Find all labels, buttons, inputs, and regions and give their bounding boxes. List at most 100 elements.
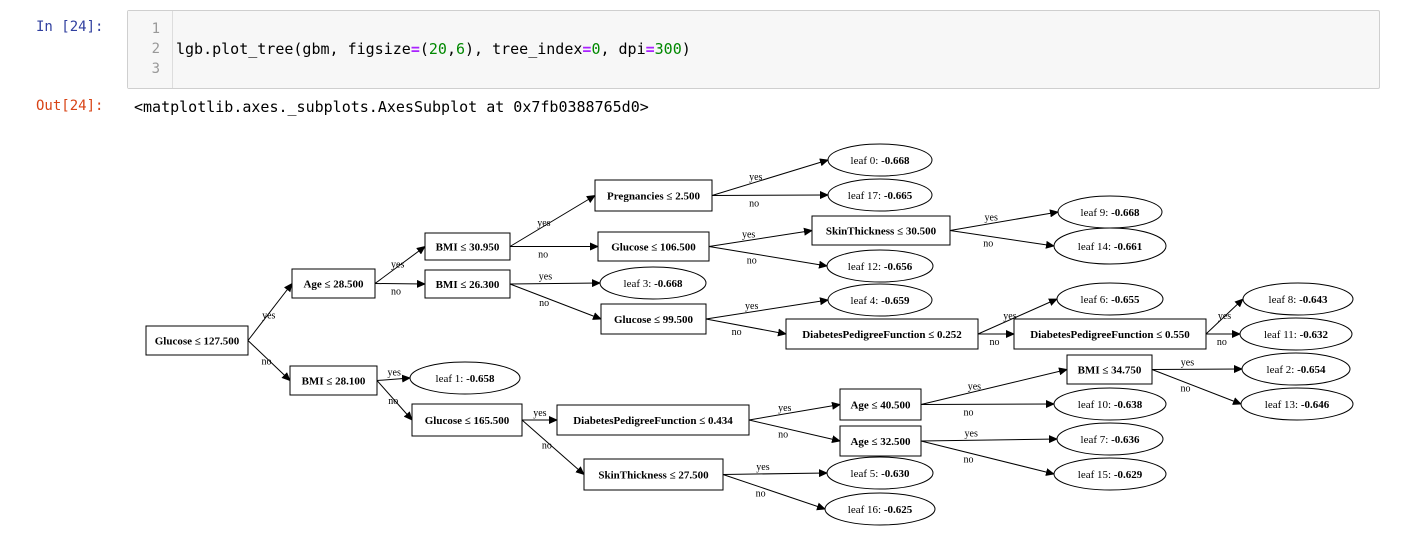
- split-node-box: [291, 268, 376, 299]
- leaf-value: -0.632: [1300, 329, 1329, 341]
- line-number: 3: [151, 61, 160, 77]
- code-token: =: [645, 40, 655, 58]
- tree-edge-age40-bmi34: [920, 367, 1068, 405]
- leaf-node-label: leaf 5: -0.630: [851, 468, 910, 480]
- tree-edge-preg-leaf0: [711, 158, 829, 196]
- tree-edge-glu106-skin30: [708, 227, 813, 247]
- leaf-value: -0.654: [1297, 364, 1326, 376]
- edge-label-yes: yes: [533, 408, 546, 419]
- leaf-node-label: leaf 9: -0.668: [1081, 207, 1140, 219]
- tree-edge-skin27-leaf5: [722, 469, 828, 478]
- edge-label-no: no: [388, 396, 398, 407]
- leaf-node-ellipse: [1053, 387, 1167, 421]
- edge-label-yes: yes: [778, 403, 791, 414]
- leaf-name: leaf 11:: [1264, 329, 1300, 341]
- leaf-node-label: leaf 4: -0.659: [851, 295, 910, 307]
- edge-label-yes: yes: [742, 229, 755, 240]
- tree-edge-skin30-leaf9: [949, 209, 1059, 231]
- line-number: 1: [151, 21, 160, 37]
- leaf-node-label: leaf 13: -0.646: [1265, 399, 1330, 411]
- split-node-box: [145, 325, 249, 356]
- leaf-value: -0.636: [1111, 434, 1140, 446]
- leaf-node-label: leaf 17: -0.665: [848, 190, 913, 202]
- edge-label-no: no: [964, 455, 974, 466]
- split-node-box: [424, 269, 511, 299]
- tree-edge-dpf434-age32: [748, 419, 841, 444]
- tree-edge-glu99-dpf252: [705, 318, 787, 337]
- split-node-label: BMI ≤ 28.100: [302, 376, 366, 388]
- edge-label-yes: yes: [749, 172, 762, 183]
- code-cell-editor[interactable]: 1 2 3 lgb.plot_tree(gbm, figsize=(20,6),…: [127, 10, 1380, 89]
- leaf-name: leaf 14:: [1078, 241, 1114, 253]
- split-node-label: Glucose ≤ 106.500: [611, 242, 696, 254]
- leaf-node-label: leaf 10: -0.638: [1078, 399, 1143, 411]
- tree-edge-bmi28-leaf1: [376, 374, 411, 383]
- edge-label-yes: yes: [985, 213, 998, 224]
- split-node-box: [839, 425, 922, 457]
- leaf-node-label: leaf 3: -0.668: [624, 278, 683, 290]
- tree-edge-bmi26-leaf3: [509, 279, 601, 288]
- leaf-node-ellipse: [827, 143, 933, 177]
- split-node-label: BMI ≤ 30.950: [436, 242, 500, 254]
- leaf-name: leaf 0:: [851, 155, 882, 167]
- tree-edge-glu106-leaf12: [708, 246, 828, 269]
- code-token: =: [410, 40, 420, 58]
- leaf-value: -0.668: [881, 155, 910, 167]
- leaf-node-label: leaf 8: -0.643: [1269, 294, 1328, 306]
- leaf-node-ellipse: [409, 361, 521, 395]
- split-node-label: Pregnancies ≤ 2.500: [607, 191, 700, 203]
- edge-label-yes: yes: [756, 462, 769, 473]
- tree-edge-dpf434-age40: [748, 401, 841, 421]
- split-node-box: [411, 403, 523, 437]
- leaf-node-ellipse: [1242, 282, 1354, 316]
- code-token: ), tree_index: [465, 40, 583, 58]
- split-node-box: [839, 388, 922, 421]
- edge-label-no: no: [539, 298, 549, 309]
- edge-label-no: no: [964, 407, 974, 418]
- leaf-name: leaf 4:: [851, 295, 882, 307]
- split-node-box: [289, 365, 378, 396]
- leaf-value: -0.655: [1111, 294, 1140, 306]
- leaf-node-ellipse: [824, 492, 936, 526]
- leaf-value: -0.638: [1114, 399, 1143, 411]
- edge-label-yes: yes: [968, 381, 981, 392]
- edge-label-yes: yes: [745, 301, 758, 312]
- leaf-node-label: leaf 16: -0.625: [848, 504, 913, 516]
- split-node-box: [597, 231, 710, 262]
- split-node-label: BMI ≤ 34.750: [1078, 365, 1142, 377]
- code-token: 0: [591, 40, 601, 58]
- tree-edge-age32-leaf7: [920, 435, 1058, 444]
- tree-edge-bmi34-leaf13: [1151, 369, 1242, 405]
- code-line[interactable]: lgb.plot_tree(gbm, figsize=(20,6), tree_…: [176, 40, 691, 58]
- leaf-node-label: leaf 12: -0.656: [848, 261, 913, 273]
- split-node-label: Glucose ≤ 99.500: [614, 314, 694, 326]
- leaf-name: leaf 13:: [1265, 399, 1301, 411]
- edge-label-no: no: [732, 327, 742, 338]
- edge-label-no: no: [542, 440, 552, 451]
- edge-label-no: no: [391, 287, 401, 298]
- leaf-name: leaf 1:: [436, 373, 467, 385]
- leaf-value: -0.625: [884, 504, 913, 516]
- edge-label-no: no: [749, 198, 759, 209]
- leaf-name: leaf 15:: [1078, 469, 1114, 481]
- split-node-label: BMI ≤ 26.300: [436, 279, 500, 291]
- leaf-node-label: leaf 15: -0.629: [1078, 469, 1143, 481]
- split-node-box: [556, 404, 750, 436]
- tree-edge-skin30-leaf14: [949, 230, 1055, 249]
- leaf-value: -0.629: [1114, 469, 1143, 481]
- leaf-node-label: leaf 6: -0.655: [1081, 294, 1140, 306]
- leaf-node-ellipse: [1241, 352, 1351, 386]
- edge-label-no: no: [1180, 384, 1190, 395]
- split-node-box: [594, 179, 713, 212]
- code-token: , dpi: [600, 40, 646, 58]
- split-node-box: [583, 458, 724, 491]
- leaf-value: -0.661: [1114, 241, 1142, 253]
- tree-edge-glu127-bmi28: [247, 340, 291, 382]
- leaf-node-ellipse: [1240, 387, 1354, 421]
- leaf-node-ellipse: [827, 178, 933, 212]
- edge-label-yes: yes: [1218, 311, 1231, 322]
- code-token: (: [419, 40, 429, 58]
- split-node-label: DiabetesPedigreeFunction ≤ 0.252: [802, 329, 962, 341]
- leaf-name: leaf 2:: [1267, 364, 1298, 376]
